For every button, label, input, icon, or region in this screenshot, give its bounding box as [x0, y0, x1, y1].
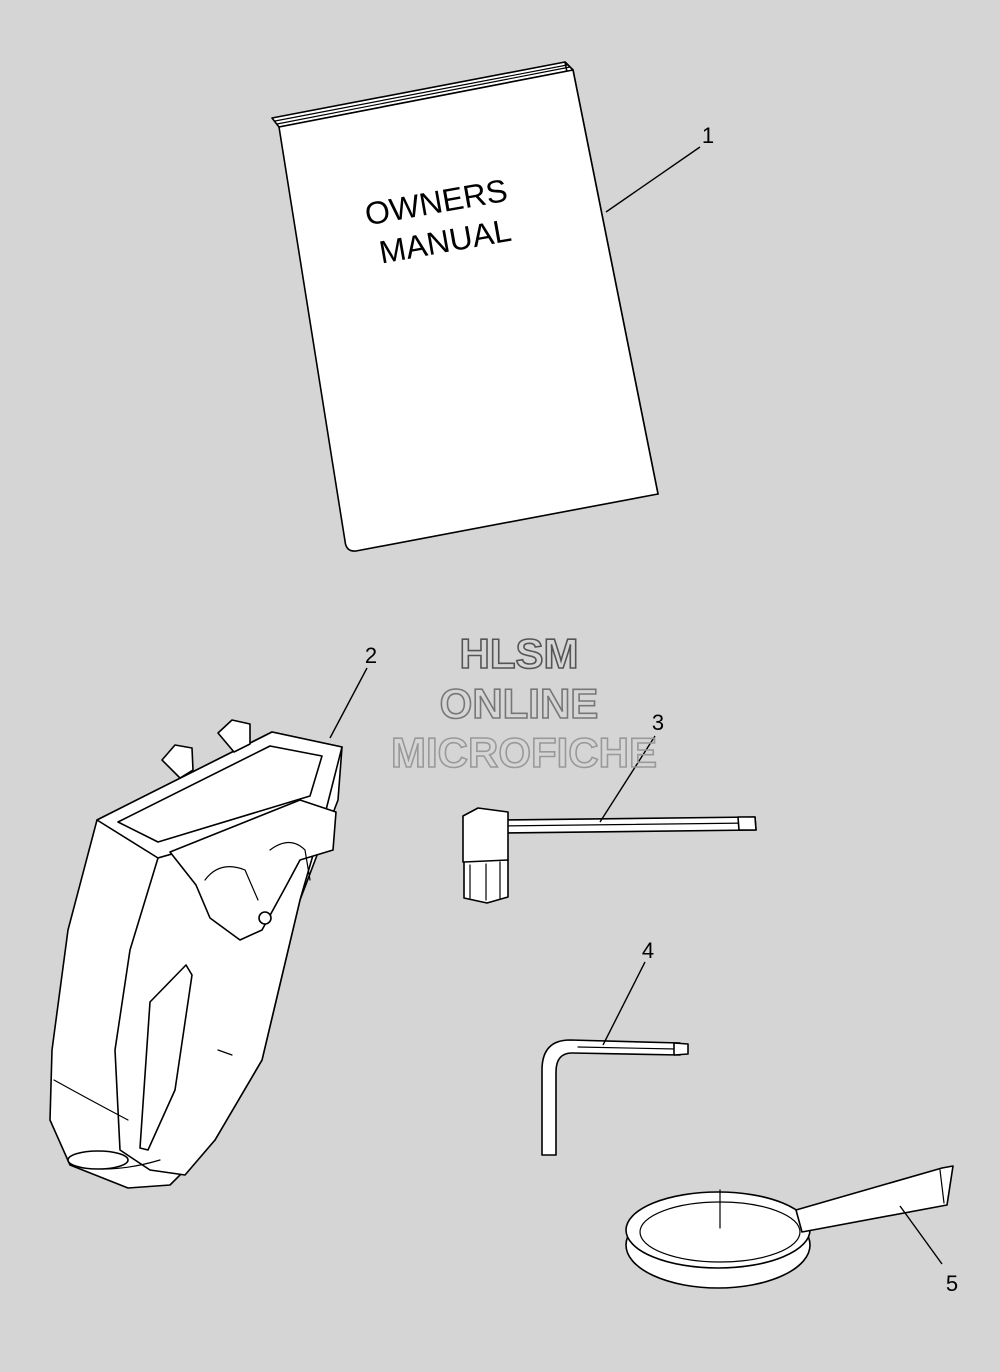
callout-5: 5 — [946, 1271, 958, 1296]
socket-wrench-illustration — [462, 807, 757, 904]
strap-illustration — [625, 1165, 954, 1289]
callout-2: 2 — [365, 643, 377, 668]
callout-3: 3 — [652, 710, 664, 735]
watermark-line1: HLSM — [460, 630, 579, 677]
owners-manual-illustration: OWNERS MANUAL — [271, 61, 659, 552]
callout-1: 1 — [702, 123, 714, 148]
watermark: HLSM ONLINE MICROFICHE — [390, 629, 658, 777]
callout-4: 4 — [642, 938, 654, 963]
watermark-line2: ONLINE — [440, 680, 599, 727]
watermark-line3: MICROFICHE — [391, 729, 657, 776]
leader-lines — [329, 146, 943, 1265]
holder-illustration — [49, 719, 343, 1189]
hex-key-illustration — [541, 1039, 689, 1156]
